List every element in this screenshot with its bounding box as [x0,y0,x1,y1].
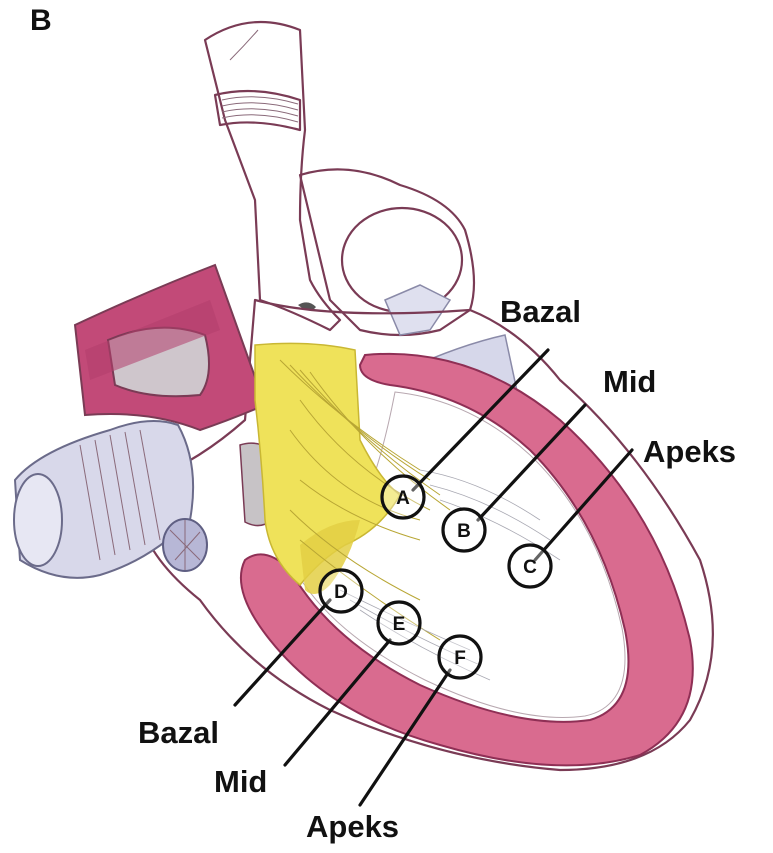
great-vessel-trunk [205,22,340,330]
callout-lower-apeks: Apeks [306,809,399,844]
segment-marker-b: B [443,509,485,551]
segment-marker-c: C [509,545,551,587]
segment-marker-d: D [320,570,362,612]
marker-d-label: D [334,582,348,603]
callout-upper-bazal: Bazal [500,294,581,329]
marker-c-label: C [523,557,537,578]
callout-lower-mid: Mid [214,764,267,799]
vessel-rings [222,97,298,122]
right-atrium-muscle [75,265,265,430]
segment-marker-e: E [378,602,420,644]
panel-label: B [30,4,52,37]
marker-b-label: B [457,521,471,542]
callout-upper-mid: Mid [603,364,656,399]
marker-a-label: A [396,488,410,509]
callout-upper-apeks: Apeks [643,434,736,469]
marker-e-label: E [393,614,406,635]
segment-marker-f: F [439,636,481,678]
callout-lower-bazal: Bazal [138,715,219,750]
segment-marker-a: A [382,476,424,518]
marker-f-label: F [454,648,466,669]
coronary-sinus [163,519,207,571]
